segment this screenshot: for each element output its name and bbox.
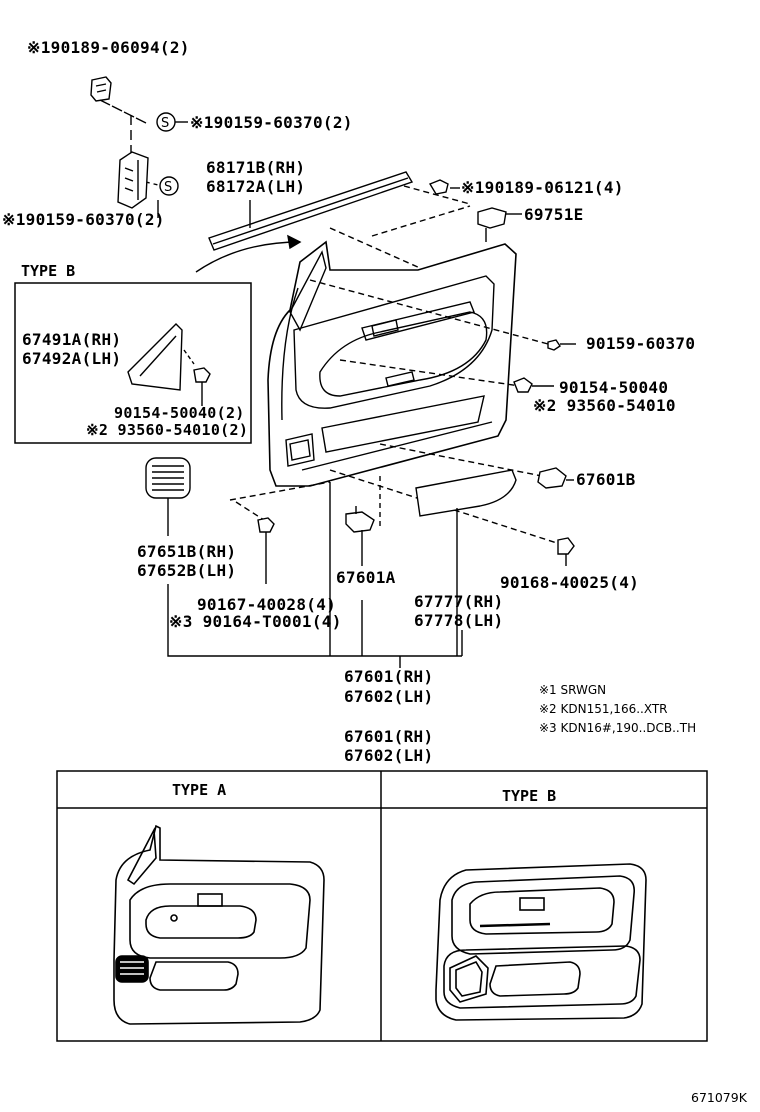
type-b-inset-frame bbox=[14, 282, 252, 444]
clip-small-icon bbox=[428, 179, 449, 195]
screw-90167-icon bbox=[257, 517, 275, 533]
callout-67602-lh: 67602(LH) bbox=[344, 687, 434, 706]
clip-69751e-icon bbox=[477, 207, 507, 229]
callout-93560-54010-inset: ※2 93560-54010(2) bbox=[86, 421, 249, 439]
callout-67491a-rh: 67491A(RH) bbox=[22, 330, 122, 349]
cap-67601b-icon bbox=[537, 467, 567, 489]
clip-top-icon bbox=[90, 76, 112, 102]
screw-s-icon: S bbox=[156, 112, 176, 132]
callout-69751e: 69751E bbox=[524, 205, 584, 224]
callout-67601a: 67601A bbox=[336, 568, 396, 587]
belt-weatherstrip-icon bbox=[208, 171, 414, 251]
screw-90159-icon bbox=[547, 339, 561, 351]
callout-190189-06094: ※190189-06094(2) bbox=[27, 38, 190, 57]
clip-67601a-icon bbox=[345, 506, 375, 533]
note-3: ※3 KDN16#,190..DCB..TH bbox=[539, 721, 697, 735]
svg-text:S: S bbox=[164, 180, 172, 195]
callout-67778-lh: 67778(LH) bbox=[414, 611, 504, 630]
corner-garnish-icon bbox=[127, 323, 183, 391]
callout-93560-54010: ※2 93560-54010 bbox=[533, 396, 676, 415]
type-a-header: TYPE A bbox=[172, 781, 227, 799]
callout-67492a-lh: 67492A(LH) bbox=[22, 349, 122, 368]
diagram-code: 671079K bbox=[691, 1090, 747, 1105]
inset-screw-icon bbox=[193, 367, 211, 383]
callout-190189-06121: ※190189-06121(4) bbox=[461, 178, 624, 197]
svg-text:S: S bbox=[161, 116, 169, 131]
callout-67601b: 67601B bbox=[576, 470, 636, 489]
armrest-pad-icon bbox=[415, 469, 517, 517]
callout-67652b-lh: 67652B(LH) bbox=[137, 561, 237, 580]
speaker-grille-icon bbox=[145, 457, 191, 499]
callout-190159-60370-b: ※190159-60370(2) bbox=[2, 210, 165, 229]
callout-68171b-rh: 68171B(RH) bbox=[206, 158, 306, 177]
note-1: ※1 SRWGN bbox=[539, 683, 607, 697]
callout-90164-t0001: ※3 90164-T0001(4) bbox=[169, 612, 342, 631]
type-b-header: TYPE B bbox=[502, 787, 557, 805]
callout-190159-60370-a: ※190159-60370(2) bbox=[190, 113, 353, 132]
callout-90168-40025: 90168-40025(4) bbox=[500, 573, 640, 592]
callout-90154-50040-inset: 90154-50040(2) bbox=[114, 404, 245, 422]
callout-67777-rh: 67777(RH) bbox=[414, 592, 504, 611]
inner-handle-bracket-icon bbox=[117, 151, 149, 209]
variant-table-frame bbox=[56, 770, 708, 1042]
screw-90168-icon bbox=[557, 537, 575, 555]
type-b-door-illustration bbox=[435, 863, 647, 1021]
callout-90167-40028: 90167-40028(4) bbox=[197, 595, 337, 614]
callout-67651b-rh: 67651B(RH) bbox=[137, 542, 237, 561]
type-a-door-illustration bbox=[113, 824, 325, 1025]
callout-67601-rh: 67601(RH) bbox=[344, 667, 434, 686]
door-trim-panel-icon bbox=[267, 240, 517, 487]
callout-67601-rh-assembly: 67601(RH) bbox=[344, 727, 434, 746]
type-b-inset-title: TYPE B bbox=[21, 262, 76, 280]
callout-68172a-lh: 68172A(LH) bbox=[206, 177, 306, 196]
callout-90154-50040: 90154-50040 bbox=[559, 378, 669, 397]
note-2: ※2 KDN151,166..XTR bbox=[539, 702, 668, 716]
screw-90154-icon bbox=[513, 377, 533, 393]
callout-67602-lh-assembly: 67602(LH) bbox=[344, 746, 434, 765]
callout-90159-60370: 90159-60370 bbox=[586, 334, 696, 353]
screw-s-icon-2: S bbox=[159, 176, 179, 196]
